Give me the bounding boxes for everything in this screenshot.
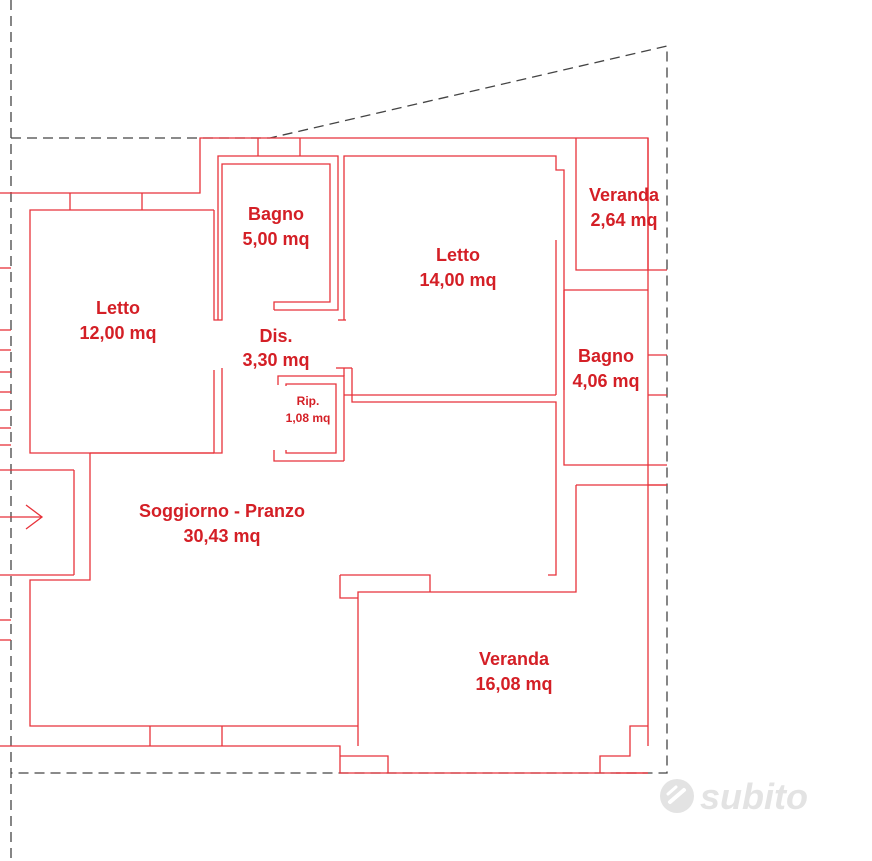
walls <box>0 137 667 774</box>
room-soggiorno-area: 30,43 mq <box>183 526 260 546</box>
room-letto-center-name: Letto <box>436 245 480 265</box>
room-bagno-top-name: Bagno <box>248 204 304 224</box>
room-letto-center-area: 14,00 mq <box>419 270 496 290</box>
subito-logo-icon <box>660 779 694 813</box>
entrance-arrow-icon <box>0 504 44 530</box>
room-dis-name: Dis. <box>259 326 292 346</box>
room-veranda-big-name: Veranda <box>479 649 550 669</box>
room-bagno-top-area: 5,00 mq <box>242 229 309 249</box>
room-bagno-right-area: 4,06 mq <box>572 371 639 391</box>
room-rip-name: Rip. <box>297 394 320 408</box>
room-dis-area: 3,30 mq <box>242 350 309 370</box>
room-veranda-big-area: 16,08 mq <box>475 674 552 694</box>
room-rip-area: 1,08 mq <box>286 411 331 425</box>
room-letto-left-area: 12,00 mq <box>79 323 156 343</box>
room-letto-left-name: Letto <box>96 298 140 318</box>
room-veranda-top-area: 2,64 mq <box>590 210 657 230</box>
room-soggiorno-name: Soggiorno - Pranzo <box>139 501 305 521</box>
room-bagno-right-name: Bagno <box>578 346 634 366</box>
room-veranda-top-name: Veranda <box>589 185 660 205</box>
watermark-text: subito <box>700 776 808 817</box>
property-boundary <box>10 0 668 861</box>
watermark: subito <box>660 776 808 817</box>
